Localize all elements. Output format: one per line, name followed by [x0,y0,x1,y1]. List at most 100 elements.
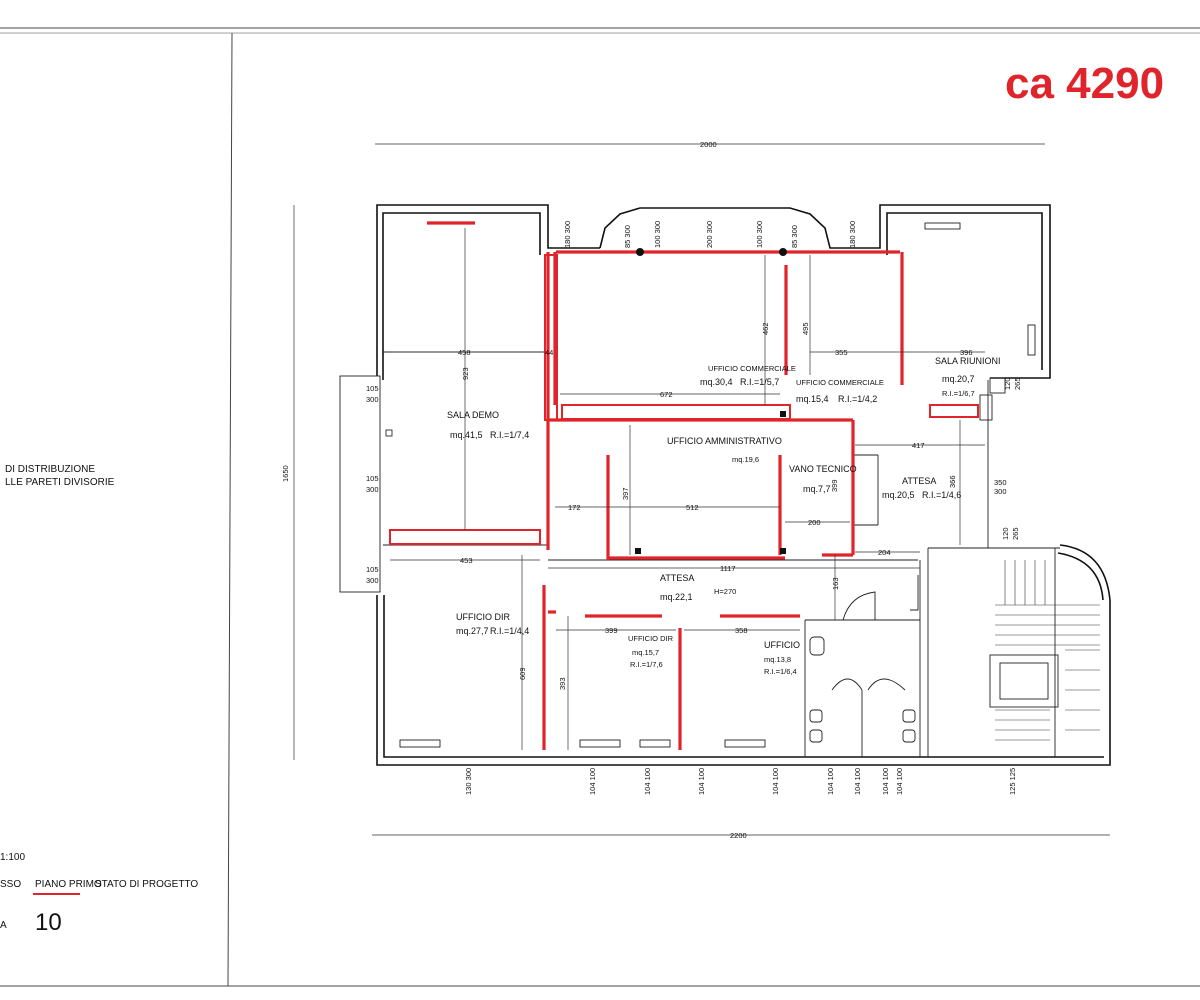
room-name: ATTESA [902,476,936,486]
side-title-line2: LLE PARETI DIVISORIE [5,477,115,488]
room-ri: R.I.=1/5,7 [740,377,779,387]
dim-1117: 1117 [720,564,736,573]
dim-512: 512 [686,503,699,512]
doors [831,575,919,691]
room-ri: R.I.=1/7,4 [490,430,529,440]
side-floor-current: PIANO PRIMO [35,879,102,890]
dim-200: 200 [808,518,821,527]
room-name: SALA DEMO [447,410,499,420]
room-name: UFFICIO COMMERCIALE [708,364,796,373]
window-label: 200 300 [705,221,714,248]
window-label: 180 300 [563,221,572,248]
dim-495: 495 [801,322,810,335]
window-label: 104 100 [895,768,904,795]
room-ufficio-commerciale-2: UFFICIO COMMERCIALE mq.15,4 R.I.=1/4,2 [796,378,884,404]
window-label: 300 [366,395,379,404]
red-partitions [389,221,979,750]
dim-172: 172 [568,503,581,512]
room-ufficio-commerciale-1: UFFICIO COMMERCIALE mq.30,4 R.I.=1/5,7 [700,364,796,387]
window-label: 130 300 [464,768,473,795]
dim-609: 609 [518,667,527,680]
window-labels-top: 180 300 85 300 100 300 200 300 100 300 8… [563,221,857,248]
room-area: mq.20,7 [942,374,975,384]
window-label: 104 100 [588,768,597,795]
dim-366: 366 [948,475,957,488]
room-name: UFFICIO [764,640,800,650]
dim-top-overall: 2000 [700,140,717,149]
room-area: mq.41,5 [450,430,483,440]
room-name: SALA RIUNIONI [935,356,1001,366]
room-area: mq.15,4 [796,394,829,404]
room-area: mq.27,7 [456,626,489,636]
window-label: 104 100 [853,768,862,795]
room-sala-riunioni: SALA RIUNIONI mq.20,7 R.I.=1/6,7 [935,356,1001,398]
dim-163: 163 [831,577,840,590]
room-area: mq.30,4 [700,377,733,387]
window-label: 85 300 [623,225,632,248]
window-label: 104 100 [881,768,890,795]
room-vano-tecnico: VANO TECNICO mq.7,7 [789,464,857,494]
window-label: 180 300 [848,221,857,248]
window-label: 100 300 [653,221,662,248]
window-label: 300 [994,487,1007,496]
dim-672: 672 [660,390,673,399]
radiators [399,222,1036,748]
side-floor-prev: SSO [0,879,21,890]
room-area: mq.15,7 [632,648,659,657]
window-label: 105 [366,565,379,574]
dim-bottom-overall: 2200 [730,831,747,840]
dimension-labels: 458 44 923 672 462 495 355 396 417 366 1… [458,322,973,690]
window-label: 104 100 [771,768,780,795]
window-label: 105 [366,384,379,393]
structural-markers [385,248,787,554]
dim-204: 204 [878,548,891,557]
room-area: mq.22,1 [660,592,693,602]
dim-393: 393 [558,677,567,690]
side-title-line1: DI DISTRIBUZIONE [5,464,95,475]
outer-walls [339,204,1111,766]
room-ri: R.I.=1/6,4 [764,667,797,676]
room-sala-demo: SALA DEMO mq.41,5 R.I.=1/7,4 [447,410,529,440]
dim-355: 355 [835,348,848,357]
window-label: 125 125 [1008,768,1017,795]
room-attesa-1: ATTESA mq.20,5 R.I.=1/4,6 [882,476,961,500]
window-label: 104 100 [643,768,652,795]
dim-358: 358 [735,626,748,635]
window-label: 105 [366,474,379,483]
room-name: UFFICIO DIR [456,612,510,622]
room-name: UFFICIO DIR [628,634,674,643]
window-labels-left: 105 300 105 300 105 300 [366,384,379,585]
dim-453: 453 [460,556,473,565]
window-label: 104 100 [697,768,706,795]
side-state: STATO DI PROGETTO [95,879,198,890]
room-name: UFFICIO COMMERCIALE [796,378,884,387]
room-attesa-2: ATTESA mq.22,1 H=270 [660,573,736,602]
room-area: mq.13,8 [764,655,791,664]
side-sheet-number: 10 [35,909,62,936]
room-ri: R.I.=1/7,6 [630,660,663,669]
dim-923: 923 [461,367,470,380]
room-name: ATTESA [660,573,694,583]
room-ri: R.I.=1/4,2 [838,394,877,404]
window-label: 350 [994,478,1007,487]
window-label: 300 [366,485,379,494]
sheet-divider [227,32,233,987]
room-area: mq.19,6 [732,455,759,464]
dim-397: 397 [621,487,630,500]
room-height: H=270 [714,587,736,596]
window-label: 265 [1013,377,1022,390]
room-ufficio-dir-2: UFFICIO DIR mq.15,7 R.I.=1/7,6 [628,634,674,669]
dim-left-overall: 1650 [281,465,290,482]
window-label: 104 100 [826,768,835,795]
room-area: mq.7,7 [803,484,831,494]
sanitary-fixtures [809,636,916,743]
dim-396: 396 [960,348,973,357]
room-name: VANO TECNICO [789,464,857,474]
staircase [995,560,1100,741]
window-label: 120 [1003,377,1012,390]
room-ri: R.I.=1/4,6 [922,490,961,500]
window-label: 100 300 [755,221,764,248]
dim-44: 44 [545,348,553,357]
side-sheet-prefix: A [0,920,7,931]
dim-458: 458 [458,348,471,357]
